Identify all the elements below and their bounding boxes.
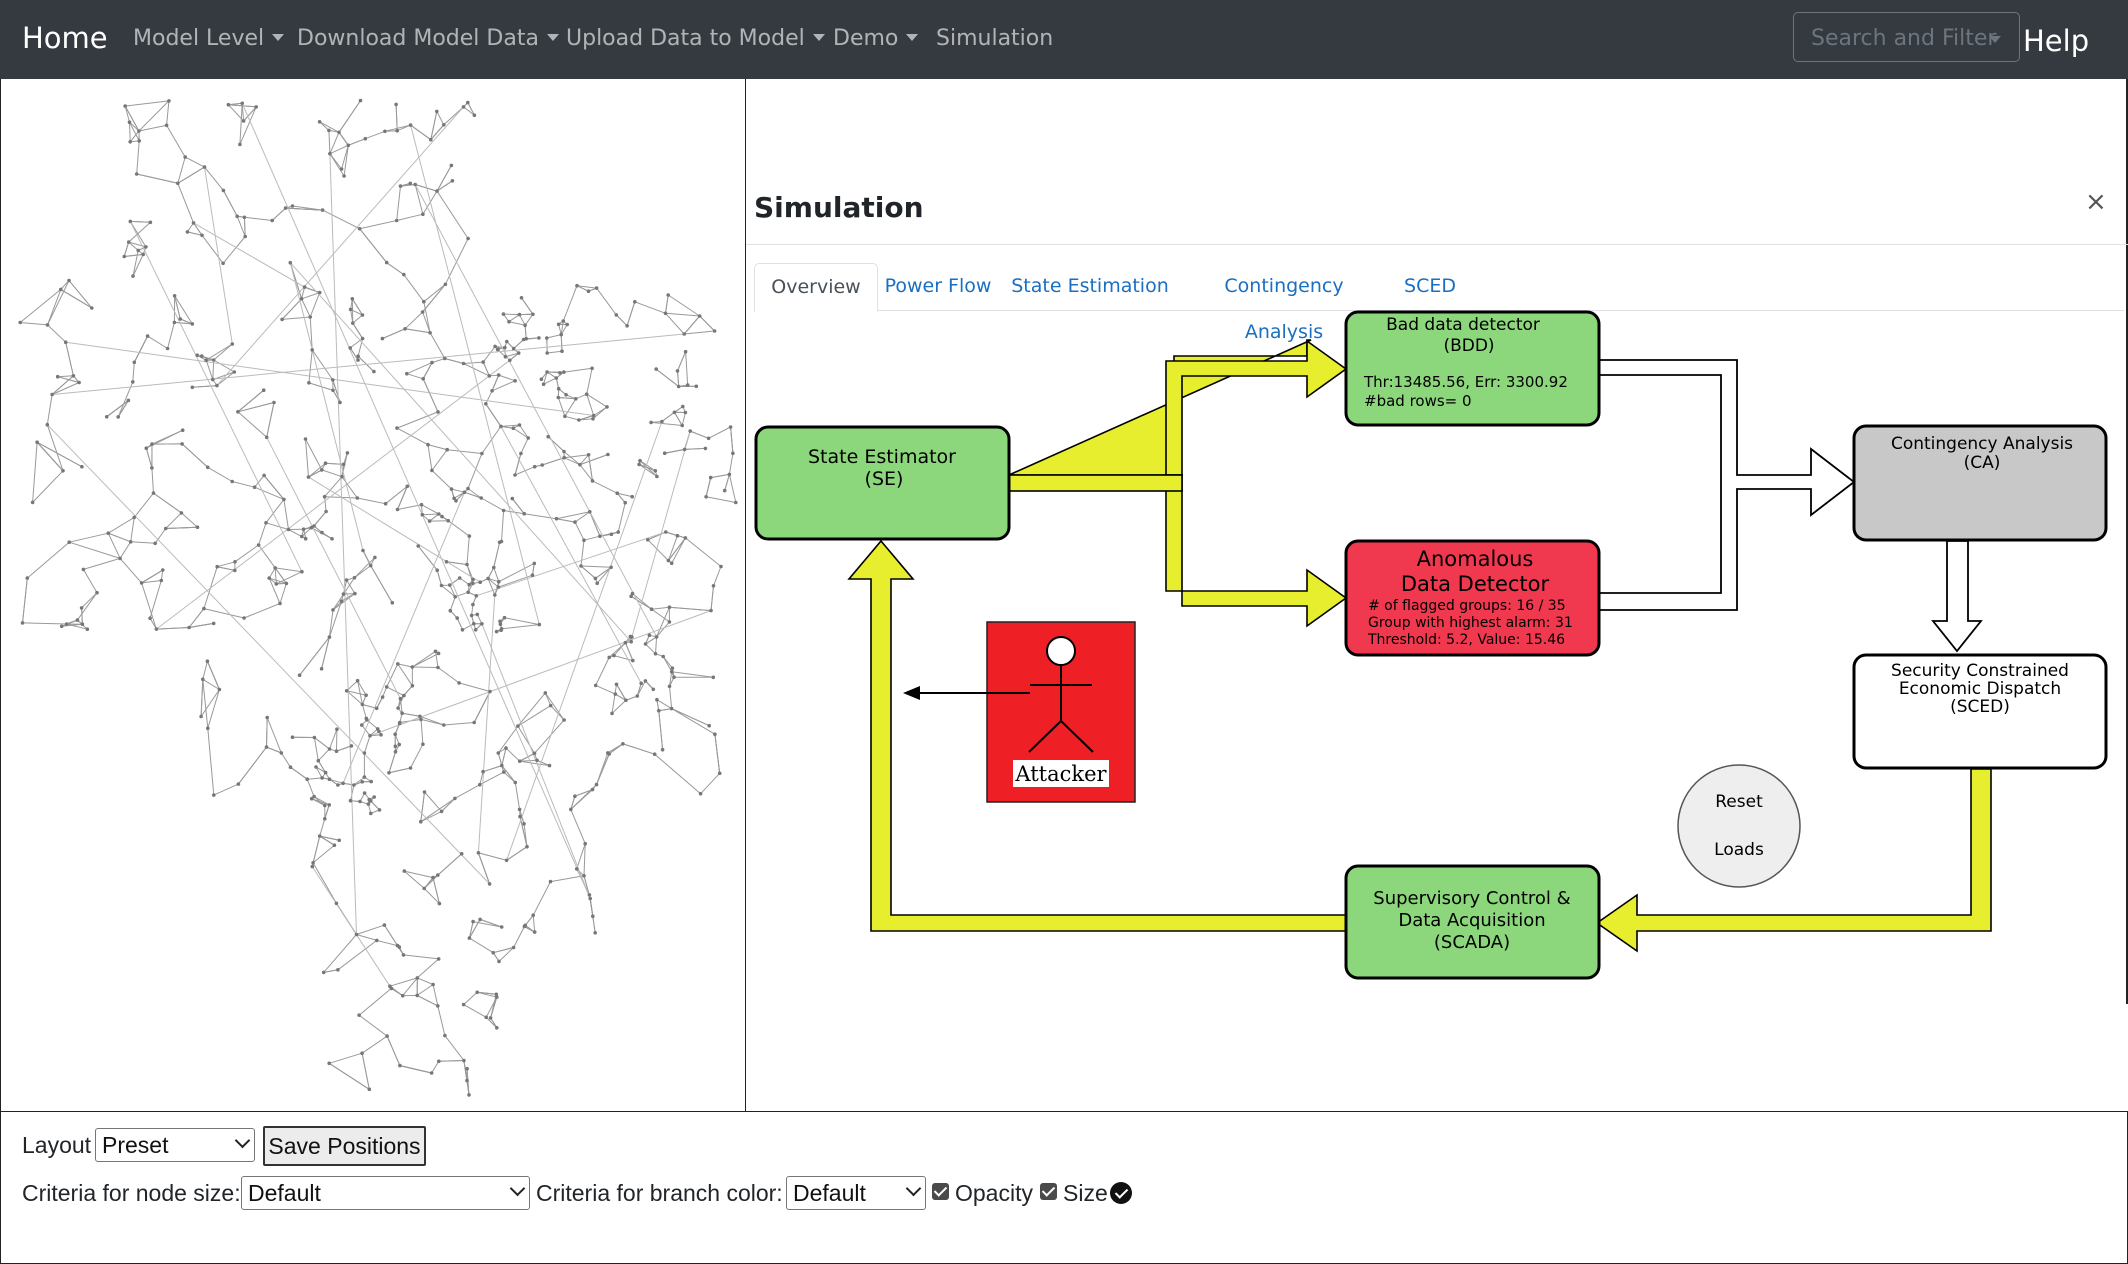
flow-arrow-scada-to-se (847, 539, 1349, 932)
white-arrows (1598, 359, 1983, 653)
graph-controls-footer: Layout Preset Save Positions Criteria fo… (0, 1112, 2128, 1264)
modal-header-divider (746, 244, 2128, 245)
nav-help-link[interactable]: Help (2023, 24, 2090, 58)
flow-arrow-sced-to-scada (1595, 768, 1992, 953)
se-box[interactable]: State Estimator (SE) (754, 425, 1011, 541)
branch-color-select[interactable]: Default (786, 1176, 926, 1210)
attacker-label: Attacker (1014, 762, 1107, 786)
scada-line2: Data Acquisition (1398, 910, 1545, 931)
anomaly-detector-box[interactable]: Anomalous Data Detector # of flagged gro… (1344, 539, 1601, 657)
graph-nodes (18, 98, 738, 1097)
nav-model-level-label: Model Level (133, 26, 265, 51)
flow-arrow-se-stem (1008, 474, 1183, 492)
nav-demo[interactable]: Demo (833, 26, 919, 51)
network-graph-panel (0, 79, 746, 1112)
branch-color-select-value: Default (793, 1180, 866, 1206)
layout-select[interactable]: Preset (95, 1128, 255, 1162)
scada-line1: Supervisory Control & (1373, 888, 1570, 909)
nav-upload-data-label: Upload Data to Model (566, 26, 805, 51)
chevron-down-icon (272, 34, 285, 41)
bdd-stats1: Thr:13485.56, Err: 3300.92 (1363, 373, 1568, 391)
ca-line1: Contingency Analysis (1891, 434, 2073, 454)
chevron-down-icon (509, 1180, 526, 1197)
tab-overview[interactable]: Overview (754, 263, 878, 312)
size-label: Size (1063, 1180, 1108, 1206)
panel-edge (2126, 79, 2128, 1004)
ca-line2: (CA) (1964, 453, 2001, 473)
chevron-down-icon (812, 34, 825, 41)
sced-line2: Economic Dispatch (1899, 679, 2061, 699)
se-line2: (SE) (865, 468, 904, 490)
nav-download-model-data[interactable]: Download Model Data (297, 26, 559, 51)
sced-line1: Security Constrained (1891, 661, 2069, 681)
simulation-modal: Simulation × Overview Power Flow State E… (746, 79, 2128, 1112)
chevron-down-icon (905, 1180, 922, 1197)
node-size-select[interactable]: Default (241, 1176, 530, 1210)
tab-contingency-analysis[interactable]: Contingency Analysis (1224, 275, 1344, 343)
ca-box[interactable]: Contingency Analysis (CA) (1852, 424, 2108, 542)
white-arrow-ca-to-sced (1931, 540, 1983, 653)
bdd-line1: Bad data detector (1386, 315, 1540, 335)
node-size-label: Criteria for node size: (22, 1180, 241, 1206)
power-grid-network-graph[interactable] (1, 79, 745, 1112)
chevron-down-icon (234, 1132, 251, 1149)
opacity-checkbox[interactable] (932, 1183, 949, 1200)
bdd-line2: (BDD) (1443, 336, 1494, 356)
simulation-flow-diagram: State Estimator (SE) Bad data detector (… (754, 310, 2108, 980)
search-filter-dropdown[interactable]: Search and Filter (1793, 12, 2020, 62)
add-line1: Anomalous (1417, 547, 1534, 571)
attack-arrow (903, 686, 1030, 700)
sced-box[interactable]: Security Constrained Economic Dispatch (… (1852, 653, 2108, 770)
bdd-box[interactable]: Bad data detector (BDD) Thr:13485.56, Er… (1344, 310, 1601, 427)
graph-edges (19, 100, 737, 1095)
reset-label: Reset (1715, 792, 1763, 812)
close-icon[interactable]: × (2085, 187, 2107, 217)
flow-arrows (847, 339, 1992, 953)
attacker-box[interactable]: Attacker (986, 621, 1136, 803)
save-positions-button[interactable]: Save Positions (263, 1126, 426, 1166)
loads-label: Loads (1714, 840, 1764, 860)
nav-model-level[interactable]: Model Level (133, 26, 285, 51)
tab-state-estimation[interactable]: State Estimation (1011, 275, 1169, 297)
stick-figure-icon (1028, 636, 1094, 753)
chevron-down-icon (906, 34, 919, 41)
tab-sced[interactable]: SCED (1404, 275, 1456, 297)
add-stats1: # of flagged groups: 16 / 35 (1368, 598, 1566, 614)
add-stats3: Threshold: 5.2, Value: 15.46 (1367, 632, 1565, 648)
add-line2: Data Detector (1401, 572, 1550, 596)
simulation-title: Simulation (754, 191, 924, 224)
layout-select-value: Preset (102, 1132, 169, 1158)
chevron-down-icon (546, 34, 559, 41)
reset-loads-button[interactable]: Reset Loads (1677, 764, 1801, 888)
nav-download-model-data-label: Download Model Data (297, 26, 539, 51)
chevron-down-icon (1989, 36, 2001, 43)
nav-demo-label: Demo (833, 26, 899, 51)
scada-line3: (SCADA) (1434, 932, 1510, 953)
tab-power-flow[interactable]: Power Flow (884, 275, 992, 297)
nav-home-link[interactable]: Home (22, 21, 108, 55)
flow-arrow-to-bdd (1165, 339, 1348, 476)
scada-box[interactable]: Supervisory Control & Data Acquisition (… (1344, 864, 1601, 980)
white-arrow-bdd-to-ca (1598, 359, 1856, 611)
se-line1: State Estimator (808, 446, 956, 468)
sced-line3: (SCED) (1950, 697, 2010, 717)
add-stats2: Group with highest alarm: 31 (1368, 615, 1573, 631)
size-checkbox[interactable] (1040, 1183, 1057, 1200)
opacity-label: Opacity (955, 1180, 1033, 1206)
layout-label: Layout (22, 1132, 92, 1158)
top-navbar: Home Model Level Download Model Data Upl… (0, 0, 2128, 79)
flow-arrow-to-add (1165, 474, 1348, 628)
node-size-select-value: Default (248, 1180, 321, 1206)
nav-simulation[interactable]: Simulation (936, 26, 1054, 51)
check-circle-icon (1110, 1182, 1132, 1204)
bdd-stats2: #bad rows= 0 (1364, 392, 1472, 410)
nav-upload-data[interactable]: Upload Data to Model (566, 26, 825, 51)
search-placeholder: Search and Filter (1811, 26, 1997, 51)
branch-color-label: Criteria for branch color: (536, 1180, 783, 1206)
